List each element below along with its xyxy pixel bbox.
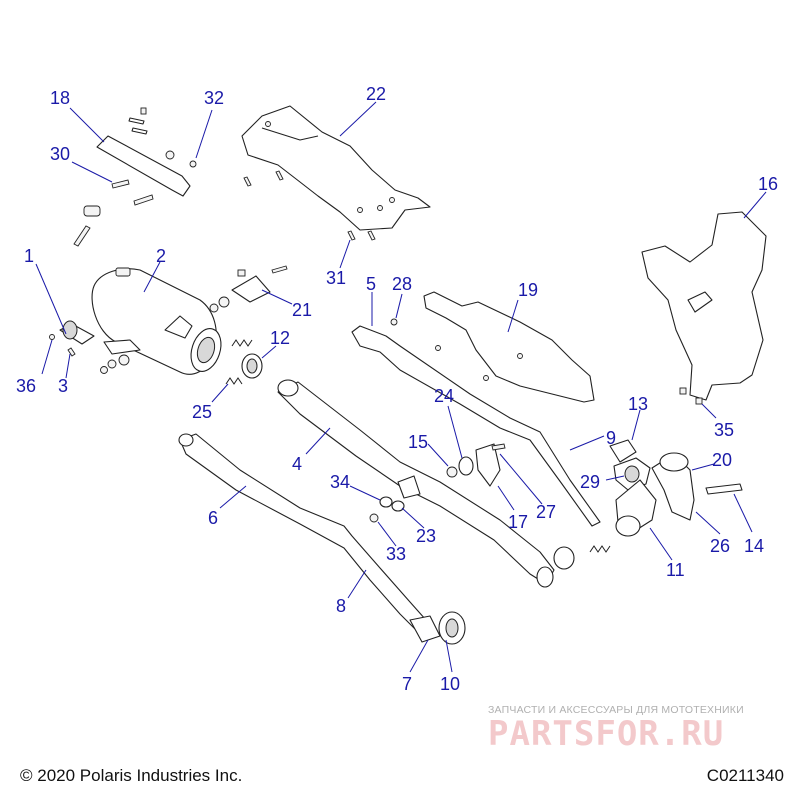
callout-9: 9 <box>606 428 616 448</box>
bracket-21 <box>209 265 288 313</box>
callout-19: 19 <box>518 280 538 300</box>
callout-27: 27 <box>536 502 556 522</box>
callout-34: 34 <box>330 472 350 492</box>
callout-33: 33 <box>386 544 406 564</box>
watermark-brand: PARTSFOR.RU <box>488 714 725 754</box>
watermark: ЗАПЧАСТИ И АКСЕССУАРЫ ДЛЯ МОТОТЕХНИКИ PA… <box>488 704 788 754</box>
callout-24: 24 <box>434 386 454 406</box>
heat-shield-18 <box>96 107 197 197</box>
callout-36: 36 <box>16 376 36 396</box>
drawing-code: C0211340 <box>706 766 784 785</box>
washers-nuts <box>100 354 130 374</box>
muffler-2 <box>91 267 222 375</box>
shield-20-26 <box>651 452 695 521</box>
spring-seal-lower <box>553 545 611 570</box>
head-pipe-4 <box>277 379 555 588</box>
callout-6: 6 <box>208 508 218 528</box>
callout-7: 7 <box>402 674 412 694</box>
hardware-23-24-34 <box>369 456 474 523</box>
callout-31: 31 <box>326 268 346 288</box>
callout-14: 14 <box>744 536 764 556</box>
watermark-subtitle: ЗАПЧАСТИ И АКСЕССУАРЫ ДЛЯ МОТОТЕХНИКИ <box>488 704 744 716</box>
bracket-5-9 <box>351 325 601 527</box>
callout-28: 28 <box>392 274 412 294</box>
callout-1: 1 <box>24 246 34 266</box>
callout-10: 10 <box>440 674 460 694</box>
callout-2: 2 <box>156 246 166 266</box>
callout-labels: 1 2 3 4 5 6 7 8 9 10 11 12 13 14 15 16 1… <box>16 84 778 694</box>
callout-25: 25 <box>192 402 212 422</box>
callout-22: 22 <box>366 84 386 104</box>
copyright-text: © 2020 Polaris Industries Inc. <box>20 766 243 785</box>
callout-26: 26 <box>710 536 730 556</box>
callout-5: 5 <box>366 274 376 294</box>
bracket-17 <box>475 443 506 487</box>
callout-12: 12 <box>270 328 290 348</box>
callout-15: 15 <box>408 432 428 452</box>
sensor-14 <box>705 483 743 495</box>
tailpipe-tip-1 <box>49 320 95 357</box>
callout-30: 30 <box>50 144 70 164</box>
callout-35: 35 <box>714 420 734 440</box>
manifold-11 <box>615 479 657 537</box>
heat-shield-22 <box>241 105 431 241</box>
gasket-13-29 <box>609 439 651 491</box>
callout-21: 21 <box>292 300 312 320</box>
heat-shield-19 <box>390 291 595 403</box>
callout-16: 16 <box>758 174 778 194</box>
callout-13: 13 <box>628 394 648 414</box>
callout-11: 11 <box>666 560 685 580</box>
callout-18: 18 <box>50 88 70 108</box>
leader-lines <box>35 101 767 673</box>
spring-seal-12-25 <box>225 339 263 385</box>
callout-3: 3 <box>58 376 68 396</box>
callout-29: 29 <box>580 472 600 492</box>
callout-17: 17 <box>508 512 528 532</box>
heat-shield-16 <box>641 211 767 405</box>
bolts-30 <box>73 179 154 247</box>
callout-20: 20 <box>712 450 732 470</box>
callout-8: 8 <box>336 596 346 616</box>
clamp-7-10 <box>409 611 466 645</box>
callout-23: 23 <box>416 526 436 546</box>
callout-4: 4 <box>292 454 302 474</box>
callout-32: 32 <box>204 88 224 108</box>
